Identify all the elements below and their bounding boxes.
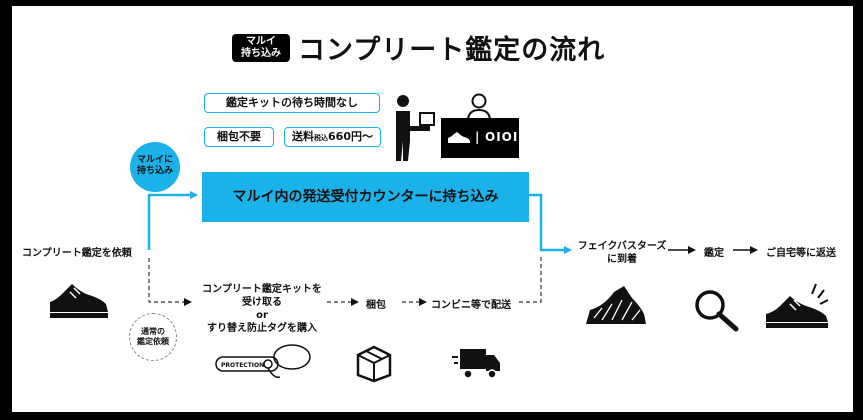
appraisal-step-label: 鑑定	[704, 248, 724, 259]
marui-dropoff-circle: マルイに 持ち込み	[130, 142, 180, 192]
marui-badge: マルイ 持ち込み	[232, 34, 290, 62]
return-step-label: ご自宅等に返送	[766, 248, 836, 259]
no-wait-note: 鑑定キットの待ち時間なし	[204, 93, 380, 113]
kit-step-label: コンプリート鑑定キットを 受け取る or すり替え防止タグを購入	[202, 284, 322, 334]
shipping-tax-label: 税込	[314, 134, 329, 142]
delivery-truck-icon	[452, 349, 500, 379]
security-tag-icon: PROTECTION	[215, 344, 311, 379]
store-sign-separator: |	[475, 130, 480, 144]
oioi-logo: OIOI	[485, 130, 519, 144]
pack-step-label: 梱包	[366, 300, 386, 311]
page-title: コンプリート鑑定の流れ	[298, 35, 606, 66]
no-packing-note: 梱包不要	[204, 127, 274, 147]
magnifier-icon	[695, 290, 739, 332]
shipping-prefix: 送料	[292, 130, 315, 143]
dashed-flow-line	[148, 255, 542, 306]
counter-dropoff-step: マルイ内の発送受付カウンターに持ち込み	[202, 172, 529, 222]
request-label: コンプリート鑑定を依頼	[22, 248, 132, 259]
shipping-amount: 660円〜	[328, 130, 373, 143]
sparkle-sneaker-icon	[766, 283, 829, 328]
blue-flow-line	[147, 191, 572, 254]
cardboard-box-icon	[356, 345, 392, 383]
shipping-fee-note: 送料税込660円〜	[284, 127, 381, 147]
clerk-at-counter-icon	[467, 93, 491, 122]
tag-text: PROTECTION	[221, 362, 264, 369]
sneaker-icon	[50, 284, 108, 318]
counter-sneaker-icon	[448, 132, 470, 143]
fake-busters-sneaker-icon	[586, 286, 646, 324]
arrival-step-label: フェイクバスターズ に到着	[577, 241, 667, 265]
person-holding-box-icon	[396, 95, 435, 161]
normal-request-circle: 通常の 鑑定依頼	[129, 313, 177, 361]
ship-step-label: コンビニ等で配送	[431, 300, 511, 311]
store-counter-sign: | OIOI	[441, 118, 519, 158]
